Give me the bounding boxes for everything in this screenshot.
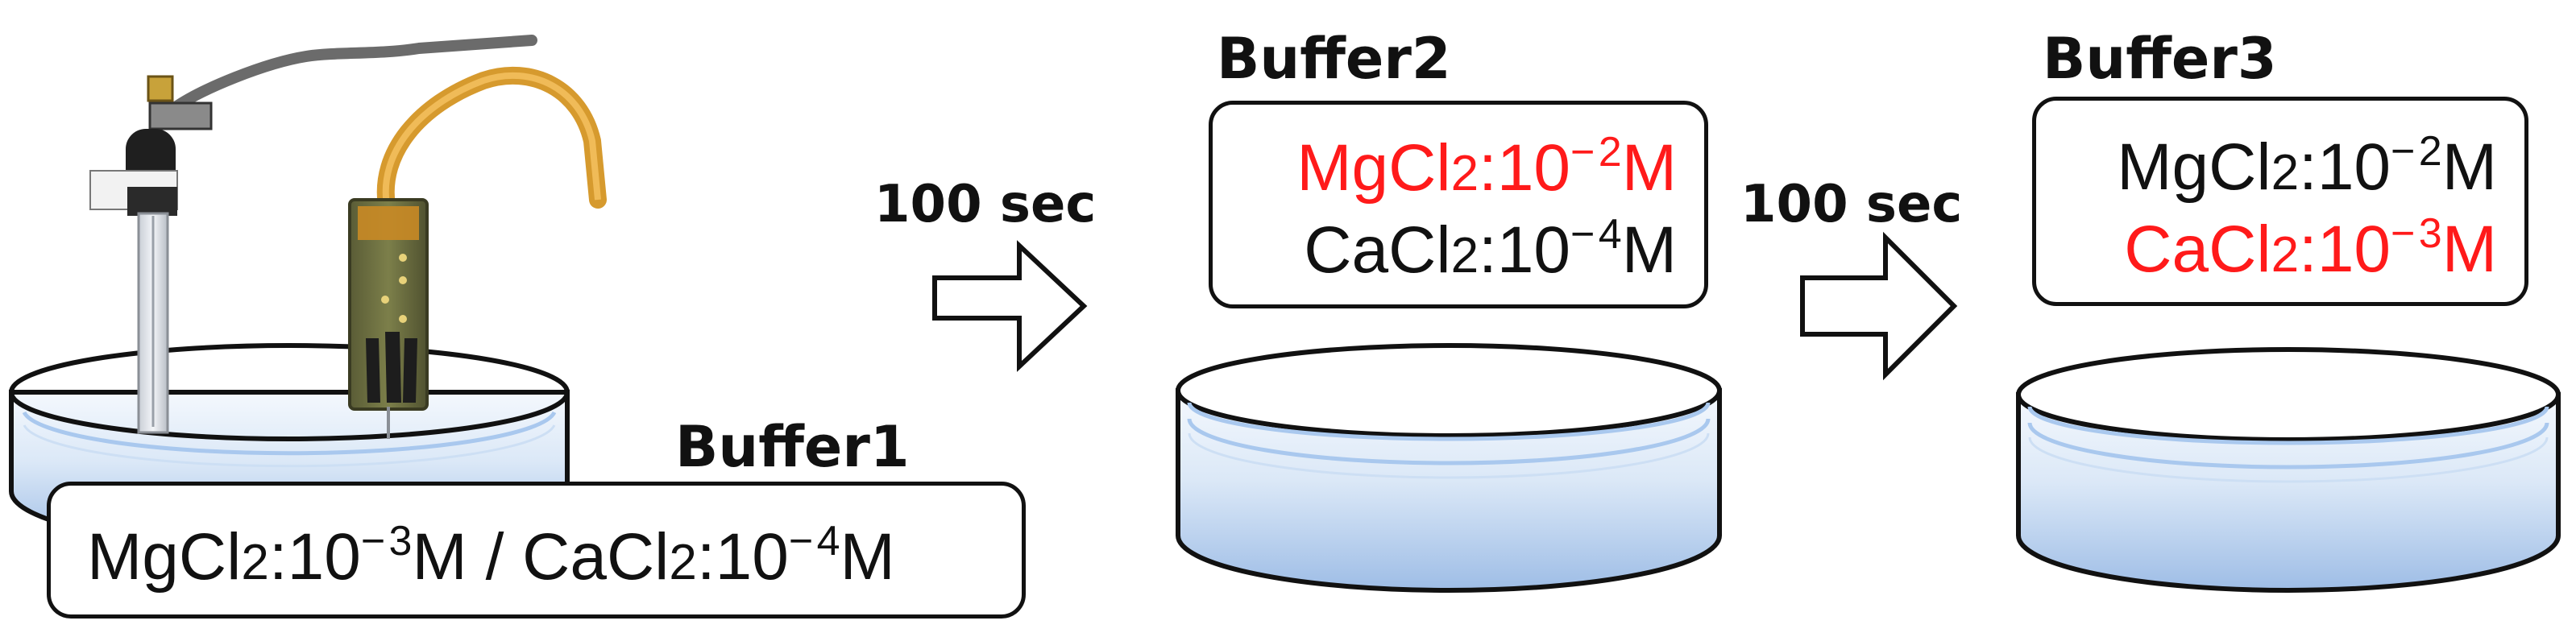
petri-dish-2: [1176, 343, 1722, 593]
buffer3-cacl2-line: CaCl2:10− 3M: [2124, 210, 2497, 286]
buffer3-composition-box: MgCl2:10− 2M CaCl2:10− 3M: [2032, 97, 2528, 306]
buffer2-title: Buffer2: [1217, 26, 1451, 92]
buffer2-mgcl2-line: MgCl2:10− 2M: [1296, 129, 1677, 205]
buffer1-composition-box: MgCl2:10− 3M / CaCl2:10− 4M: [47, 482, 1026, 619]
right-arrow-2: [1800, 231, 1958, 381]
step1-time-label: 100 sec: [874, 175, 1097, 234]
buffer2-composition-box: MgCl2:10− 2M CaCl2:10− 4M: [1209, 101, 1708, 308]
reference-electrode: [89, 35, 537, 434]
step2-time-label: 100 sec: [1740, 175, 1963, 234]
sensor-probe: [348, 66, 607, 439]
buffer1-title: Buffer1: [675, 414, 910, 480]
buffer2-cacl2-line: CaCl2:10− 4M: [1304, 211, 1677, 287]
buffer3-mgcl2-line: MgCl2:10− 2M: [2117, 128, 2497, 204]
buffer3-title: Buffer3: [2043, 26, 2277, 92]
buffer1-composition: MgCl2:10− 3M / CaCl2:10− 4M: [87, 518, 895, 594]
right-arrow-1: [932, 240, 1088, 372]
petri-dish-3: [2016, 347, 2561, 593]
